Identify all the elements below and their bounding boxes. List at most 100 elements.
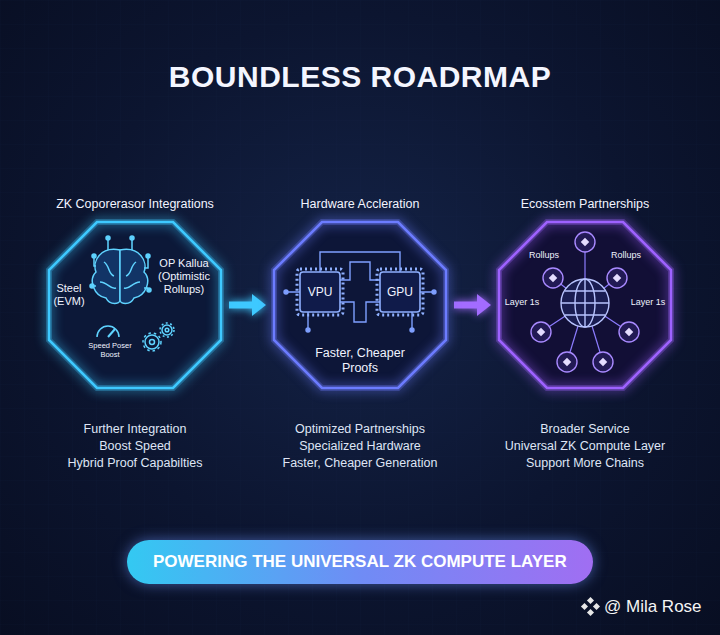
icon-label: Faster, Cheaper Proofs xyxy=(300,346,420,376)
chain-icon xyxy=(607,268,627,288)
octagon-frame: VPU GPU Faster, Cheaper Proofs xyxy=(272,220,448,390)
chain-symbol xyxy=(549,274,557,282)
brain-icon xyxy=(146,254,150,258)
bullet-item: Universal ZK Compute Layer xyxy=(475,438,695,455)
gear-icon xyxy=(143,333,161,351)
watermark-logo xyxy=(581,597,600,616)
chip-icon xyxy=(377,269,423,315)
chip-icon xyxy=(297,269,423,315)
stage-heading: ZK Coporerasor Integrations xyxy=(25,197,245,211)
brain-icon xyxy=(100,262,140,288)
circuit-trace xyxy=(410,328,414,332)
octagon-fill xyxy=(49,222,221,388)
icon-label: Speed Poser Boost xyxy=(85,341,135,359)
chain-symbol xyxy=(563,358,571,366)
bullet-item: Further Integration xyxy=(25,421,245,438)
speed-gauge xyxy=(108,329,115,337)
brain-icon xyxy=(90,284,94,288)
globe-icon xyxy=(561,279,609,327)
bullet-item: Optimized Partnerships xyxy=(250,421,470,438)
octagon-glow xyxy=(499,222,671,388)
icon-label: Steel (EVM) xyxy=(49,282,89,308)
gear-icon xyxy=(150,340,155,345)
brain-icon xyxy=(147,288,151,292)
arrow-head xyxy=(252,294,266,316)
chip-icon xyxy=(380,272,420,312)
gear-icon xyxy=(162,325,172,335)
stage-heading: Ecosstem Partnerships xyxy=(475,197,695,211)
icon-label: VPU xyxy=(300,272,340,312)
brain-icon xyxy=(92,254,96,258)
speed-gauge xyxy=(97,326,119,337)
circuit-trace xyxy=(284,290,288,294)
circuit-trace xyxy=(306,328,310,332)
stage-heading: Hardware Accleration xyxy=(250,197,470,211)
brain-icon xyxy=(92,249,120,303)
octagon-fill xyxy=(499,222,671,388)
icon-label: GPU xyxy=(380,272,420,312)
arrow-head xyxy=(477,294,491,316)
circuit-trace xyxy=(340,262,380,280)
flow-arrow xyxy=(229,294,266,316)
circuit-trace xyxy=(340,302,380,322)
bullet-item: Support More Chains xyxy=(475,455,695,472)
arrow-shaft xyxy=(229,302,252,309)
watermark-logo xyxy=(593,603,600,610)
banner-text: POWERING THE UNIVERSAL ZK COMPUTE LAYER xyxy=(127,540,593,584)
gear-icon xyxy=(160,323,174,337)
watermark-logo xyxy=(587,597,594,604)
octagon-frame: Steel (EVM) OP Kallua (Optimistic Rollups… xyxy=(47,220,223,390)
globe-icon xyxy=(565,291,605,315)
chain-symbol xyxy=(537,328,545,336)
arrow-shaft xyxy=(454,302,477,309)
circuit-trace xyxy=(432,290,436,294)
watermark-logo xyxy=(581,603,588,610)
globe-icon xyxy=(561,279,609,327)
octagon-frame: Rollups RollupsLayer 1s Layer 1s xyxy=(497,220,673,390)
icon-label: Layer 1s xyxy=(499,297,545,308)
octagon-outline xyxy=(49,222,221,388)
gear-icon xyxy=(145,335,159,349)
brain-icon xyxy=(106,236,110,240)
bullet-item: Specialized Hardware xyxy=(250,438,470,455)
chain-symbol xyxy=(625,328,633,336)
bullet-item: Faster, Cheaper Generation xyxy=(250,455,470,472)
chain-icon xyxy=(543,268,563,288)
icon-label: Rollups xyxy=(517,250,571,261)
icon-label: Layer 1s xyxy=(625,297,671,308)
gear-icon xyxy=(143,323,174,351)
chain-icon xyxy=(619,322,639,342)
watermark-logo xyxy=(587,609,594,616)
chain-icon xyxy=(531,322,551,342)
roadmap-stage: Rollups RollupsLayer 1s Layer 1s Ecosstem P… xyxy=(475,195,695,480)
speed-gauge xyxy=(97,326,119,337)
octagon-glow xyxy=(49,222,221,388)
brain-icon xyxy=(90,236,151,304)
chip-icon xyxy=(300,272,340,312)
banner-button: POWERING THE UNIVERSAL ZK COMPUTE LAYER xyxy=(127,540,593,584)
roadmap-stage: VPU GPU Faster, Cheaper Proofs Hardware Acc… xyxy=(250,195,470,480)
chain-icon xyxy=(557,352,577,372)
chain-icon xyxy=(593,352,613,372)
icon-label: OP Kallua (Optimistic Rollups) xyxy=(149,257,219,296)
roadmap-stage: Steel (EVM) OP Kallua (Optimistic Rollups… xyxy=(25,195,245,480)
gear-icon xyxy=(165,328,169,332)
chain-symbol xyxy=(581,238,589,246)
octagon-fill xyxy=(274,222,446,388)
bullet-item: Broader Service xyxy=(475,421,695,438)
chain-symbol xyxy=(599,358,607,366)
diagram-title: BOUNDLESS ROADRMAP xyxy=(0,60,720,94)
octagon-fill xyxy=(49,222,671,388)
bullet-item: Boost Speed xyxy=(25,438,245,455)
brain-icon xyxy=(120,249,148,303)
chip-icon xyxy=(297,269,343,315)
octagon-outline xyxy=(274,222,446,388)
brain-icon xyxy=(130,236,134,240)
flow-arrow xyxy=(454,294,491,316)
icon-label: Rollups xyxy=(599,250,653,261)
watermark: @ Mila Rose xyxy=(604,597,702,617)
octagon-outline xyxy=(499,222,671,388)
chain-symbol xyxy=(613,274,621,282)
brain-icon xyxy=(94,240,148,288)
